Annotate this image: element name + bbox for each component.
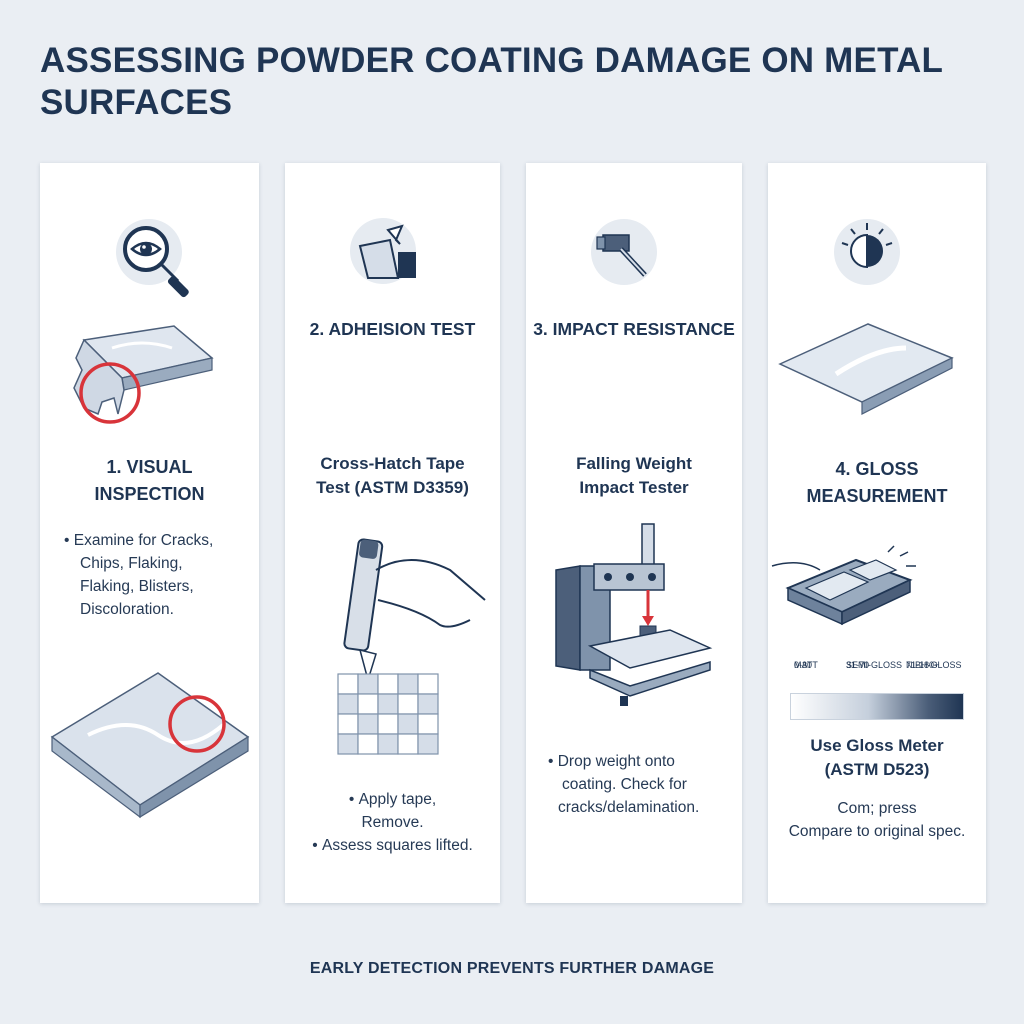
visual-inspection-text: Examine for Cracks, Chips, Flaking, Flak… [64, 529, 254, 621]
adhesion-test-text: Apply tape, Remove. Assess squares lifte… [285, 788, 500, 857]
peeled-corner-icon [350, 218, 416, 284]
hammer-icon [591, 219, 657, 285]
impact-tester-illustration [555, 523, 713, 706]
impact-tester-subtitle: Falling Weight Impact Tester [576, 454, 692, 497]
step-title-impact-resistance: 3. IMPACT RESISTANCE [533, 319, 735, 339]
light-shine-icon [834, 219, 900, 285]
panel-impact-resistance [526, 163, 742, 903]
impact-resistance-text: Drop weight onto coating. Check for crac… [548, 750, 738, 819]
page-title: ASSESSING POWDER COATING DAMAGE ON METAL… [40, 41, 943, 122]
gloss-scale-labels: MATT 0-30 SEMI-GLOSS 31-70 NIBH-GLOSS 71… [794, 660, 962, 670]
step-title-visual-inspection: 1. VISUAL INSPECTION [94, 457, 205, 504]
panel-adhesion-test [285, 163, 500, 903]
cutter-grid-illustration [337, 538, 486, 755]
panel-gloss-measurement [768, 163, 986, 903]
adhesion-test-subtitle: Cross-Hatch Tape Test (ASTM D3359) [316, 454, 469, 497]
magnifier-eye-icon [116, 219, 189, 298]
step-title-gloss-measurement: 4. GLOSS MEASUREMENT [806, 459, 948, 506]
step-title-adhesion-test: 2. ADHEISION TEST [309, 319, 476, 339]
gloss-scale-bar [790, 693, 964, 720]
plate-damage-illustration [50, 672, 250, 819]
footer-note: EARLY DETECTION PREVENTS FURTHER DAMAGE [309, 960, 715, 977]
gloss-measurement-text: Com; press Compare to original spec. [788, 800, 966, 840]
chipped-plate-illustration [73, 325, 214, 424]
gloss-meter-illustration [771, 545, 916, 626]
glossy-plate-illustration [778, 323, 954, 415]
gloss-meter-subtitle: Use Gloss Meter (ASTM D523) [810, 736, 944, 779]
